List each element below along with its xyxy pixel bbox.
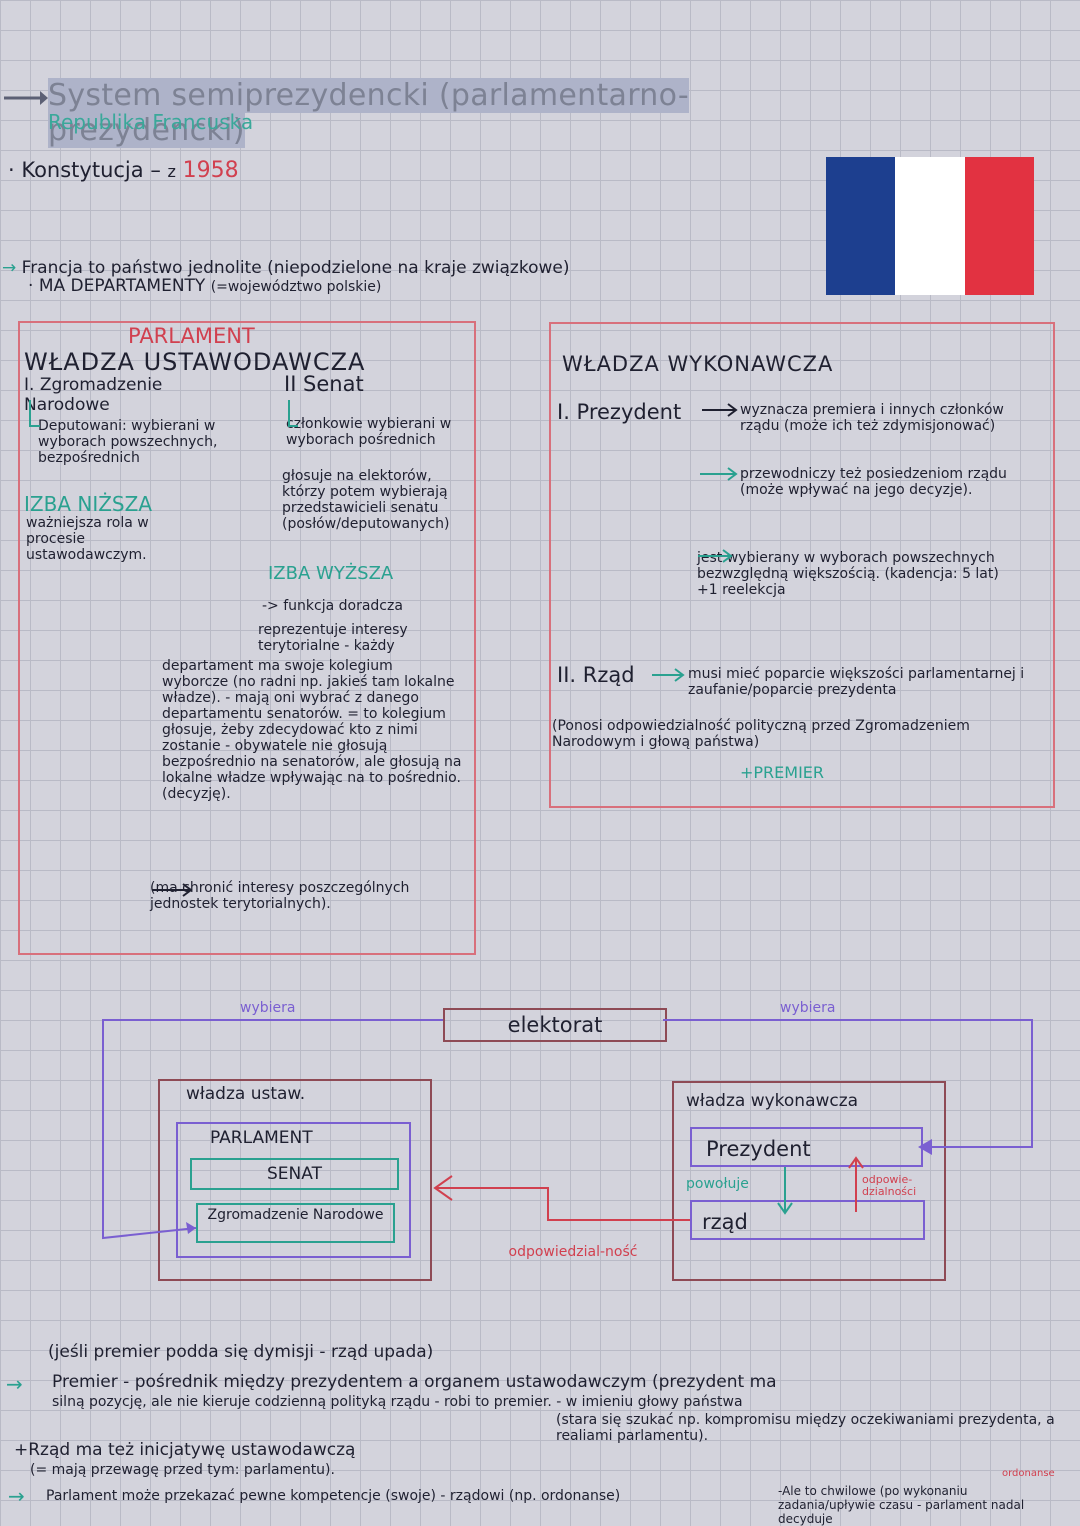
zgromadzenie-text: Deputowani: wybierani w wyborach powszec… xyxy=(38,418,218,466)
wybiera-left-label: wybiera xyxy=(240,1000,296,1016)
prezydent-point-1: wyznacza premiera i innych członków rząd… xyxy=(740,402,1004,434)
odpowiedzialnosc-small-label: odpowie-dzialności xyxy=(862,1173,917,1198)
wladza-wyk-label: władza wykonawcza xyxy=(686,1091,859,1111)
executive-power-box xyxy=(672,1081,946,1281)
note-4-arrow-icon: → xyxy=(8,1484,25,1508)
constitution-year: 1958 xyxy=(182,158,239,183)
note-2-arrow-icon: → xyxy=(6,1372,23,1396)
page-title: System semiprezydencki (parlamentarno-pr… xyxy=(48,78,689,148)
rzad-box: rząd xyxy=(690,1200,925,1240)
note-4: Parlament może przekazać pewne kompetenc… xyxy=(46,1488,621,1504)
zgromadzenie-box: Zgromadzenie Narodowe xyxy=(196,1203,395,1243)
note-2c: (stara się szukać np. kompromisu między … xyxy=(556,1412,1055,1444)
prezydent-label: I. Prezydent xyxy=(557,400,682,424)
parlament-label: PARLAMENT xyxy=(128,324,255,348)
parlament-box xyxy=(176,1122,411,1258)
legislative-power-box xyxy=(158,1079,432,1281)
legislative-heading: WŁADZA USTAWODAWCZA xyxy=(24,348,366,376)
prezydent-point-3: jest wybierany w wyborach powszechnych b… xyxy=(697,550,999,598)
note-2a: Premier - pośrednik między prezydentem a… xyxy=(52,1372,777,1392)
prezydent-point-2: przewodniczy też posiedzeniom rządu (moż… xyxy=(740,466,1007,498)
wladza-ustaw-label: władza ustaw. xyxy=(186,1084,306,1104)
odpowiedzialnosc-label: odpowiedzial-ność xyxy=(508,1244,638,1260)
funkcja: -> funkcja doradcza xyxy=(262,598,403,614)
legislative-box xyxy=(18,321,476,955)
senat-box: SENAT xyxy=(190,1158,399,1190)
senat-note: głosuje na elektorów, którzy potem wybie… xyxy=(282,468,450,532)
note-3a: +Rząd ma też inicjatywę ustawodawczą xyxy=(14,1440,356,1460)
arrow-right-icon xyxy=(4,91,48,105)
reprezentuje: reprezentuje interesy terytorialne - każ… xyxy=(258,622,408,654)
izba-wyzsza: IZBA WYŻSZA xyxy=(268,563,394,584)
note-4b: -Ale to chwilowe (po wykonaniu zadania/u… xyxy=(778,1484,1025,1526)
intro-line-2: · MA DEPARTAMENTY (=województwo polskie) xyxy=(28,276,382,296)
powoluje-label: powołuje xyxy=(686,1176,749,1192)
flag-stripe-blue xyxy=(826,157,895,295)
note-3b: (= mają przewagę przed tym: parlamentu). xyxy=(30,1462,335,1478)
rzad-point-2: (Ponosi odpowiedzialność polityczną prze… xyxy=(552,718,970,750)
chroni-text: (ma chronić interesy poszczególnych jedn… xyxy=(150,880,410,912)
izba-nizsza-text: ważniejsza rola w procesie ustawodawczym… xyxy=(26,515,149,563)
elektorat-box: elektorat xyxy=(443,1008,667,1042)
flag-stripe-red xyxy=(965,157,1034,295)
prezydent-box: Prezydent xyxy=(690,1127,923,1167)
wybiera-right-label: wybiera xyxy=(780,1000,836,1016)
note-1: (jeśli premier podda się dymisji - rząd … xyxy=(48,1342,434,1362)
senat-label: II Senat xyxy=(284,372,364,396)
rzad-label: II. Rząd xyxy=(557,663,635,687)
constitution-line: · Konstytucja – z 1958 xyxy=(8,158,239,183)
arrow-icon: → xyxy=(2,258,17,278)
flag-stripe-white xyxy=(895,157,965,295)
note-4c: ordonanse xyxy=(1002,1468,1055,1479)
rzad-point-1: musi mieć poparcie większości parlamenta… xyxy=(688,666,1025,698)
executive-heading: WŁADZA WYKONAWCZA xyxy=(562,352,834,376)
france-flag xyxy=(826,157,1034,295)
premier-label: +PREMIER xyxy=(740,763,825,782)
intro-block: → Francja to państwo jednolite (niepodzi… xyxy=(2,258,822,278)
page-subtitle: Republika Francuska xyxy=(48,110,254,134)
intro-line-1: Francja to państwo jednolite (niepodziel… xyxy=(21,258,570,278)
izba-nizsza: IZBA NIŻSZA xyxy=(24,492,152,516)
executive-box xyxy=(549,322,1055,808)
parlament-diagram-label: PARLAMENT xyxy=(210,1128,313,1148)
zgromadzenie-label: I. Zgromadzenie Narodowe xyxy=(24,375,163,415)
departament-text: departament ma swoje kolegium wyborcze (… xyxy=(162,658,462,802)
senat-text: członkowie wybierani w wyborach pośredni… xyxy=(286,416,452,448)
note-2b: silną pozycję, ale nie kieruje codzienną… xyxy=(52,1394,743,1410)
